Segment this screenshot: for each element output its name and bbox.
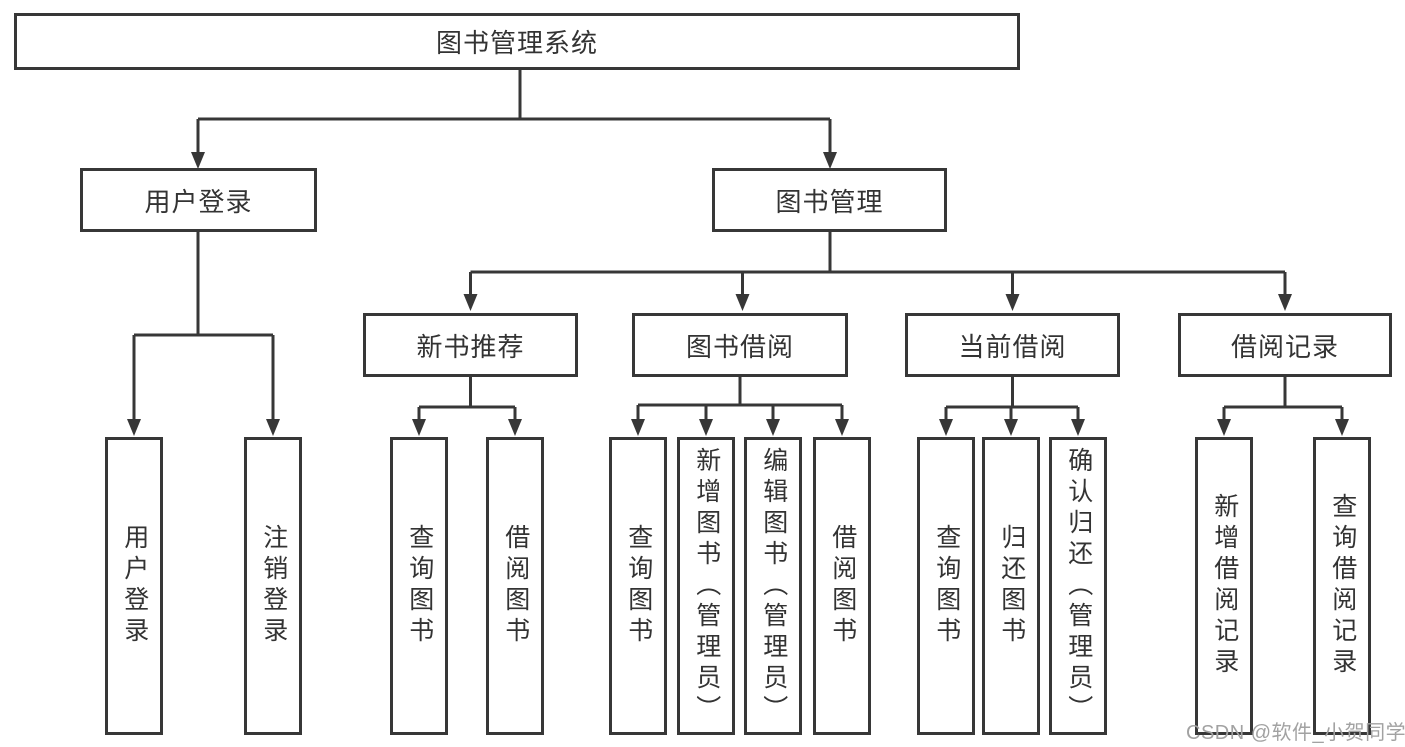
node-current-borrow: 当前借阅 [905, 313, 1120, 377]
node-current-borrow-label: 当前借阅 [958, 331, 1067, 362]
node-book-borrow: 图书借阅 [632, 313, 848, 377]
leaf-user-login: 用户登录 [105, 437, 163, 735]
leaf-current-return-books: 归还图书 [982, 437, 1040, 735]
leaf-user-login-label: 用户登录 [120, 524, 149, 648]
node-user-login-label: 用户登录 [144, 186, 253, 217]
leaf-current-query-books: 查询图书 [917, 437, 975, 735]
node-root-label: 图书管理系统 [435, 28, 598, 58]
node-new-book-recommend-label: 新书推荐 [416, 331, 525, 362]
leaf-recommend-query-books: 查询图书 [390, 437, 448, 735]
leaf-current-return-books-label: 归还图书 [997, 524, 1026, 648]
arrowheads [127, 152, 1349, 436]
leaf-current-query-books-label: 查询图书 [932, 524, 961, 648]
leaf-recommend-borrow-books-label: 借阅图书 [501, 524, 530, 648]
node-root-library-system: 图书管理系统 [14, 13, 1020, 70]
leaf-records-query-record-label: 查询借阅记录 [1328, 493, 1357, 679]
csdn-watermark: CSDN @软件_小贺同学 [1186, 722, 1405, 744]
leaf-current-confirm-return-admin: 确认归还（管理员） [1049, 437, 1107, 735]
node-book-borrow-label: 图书借阅 [685, 331, 794, 362]
leaf-borrow-query-books-label: 查询图书 [624, 524, 653, 648]
leaf-borrow-add-books-admin: 新增图书（管理员） [677, 437, 735, 735]
node-book-management: 图书管理 [712, 168, 947, 232]
leaf-logout: 注销登录 [244, 437, 302, 735]
leaf-recommend-borrow-books: 借阅图书 [486, 437, 544, 735]
leaf-borrow-edit-books-admin: 编辑图书（管理员） [744, 437, 802, 735]
leaf-borrow-add-books-admin-label: 新增图书（管理员） [692, 446, 721, 726]
leaf-records-query-record: 查询借阅记录 [1313, 437, 1371, 735]
leaf-logout-label: 注销登录 [259, 524, 288, 648]
node-user-login: 用户登录 [80, 168, 317, 232]
leaf-records-add-record: 新增借阅记录 [1195, 437, 1253, 735]
leaf-borrow-borrow-books: 借阅图书 [813, 437, 871, 735]
leaf-recommend-query-books-label: 查询图书 [405, 524, 434, 648]
leaf-current-confirm-return-admin-label: 确认归还（管理员） [1064, 446, 1093, 726]
leaf-borrow-query-books: 查询图书 [609, 437, 667, 735]
node-book-management-label: 图书管理 [775, 186, 884, 217]
leaf-records-add-record-label: 新增借阅记录 [1210, 493, 1239, 679]
node-new-book-recommend: 新书推荐 [363, 313, 578, 377]
node-borrow-records-label: 借阅记录 [1230, 331, 1339, 362]
node-borrow-records: 借阅记录 [1178, 313, 1392, 377]
leaf-borrow-borrow-books-label: 借阅图书 [828, 524, 857, 648]
leaf-borrow-edit-books-admin-label: 编辑图书（管理员） [759, 446, 788, 726]
